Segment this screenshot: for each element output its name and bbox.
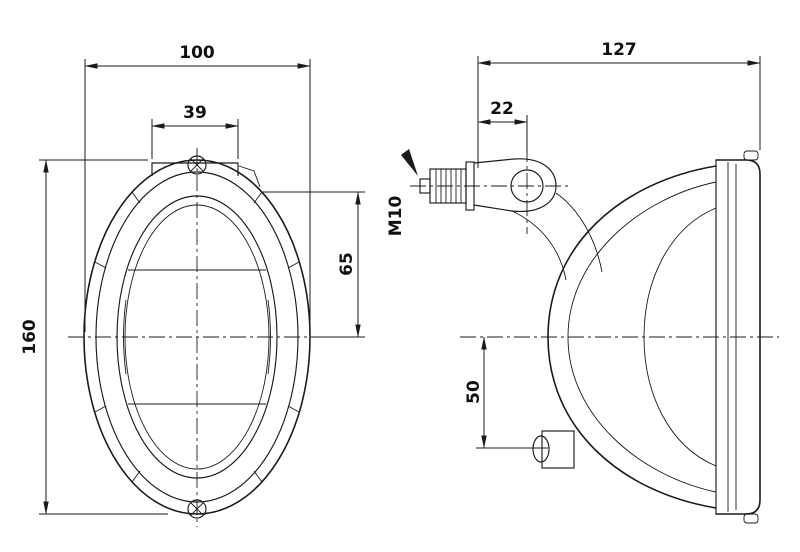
front-outer-ellipse (83, 159, 311, 515)
cable-connector (532, 430, 575, 469)
mounting-bracket (473, 158, 557, 213)
top-screw-icon (187, 155, 207, 175)
side-dimensions: 127 22 M10 50 (386, 40, 761, 449)
front-rim-ellipse (95, 171, 299, 503)
dim-bracket-offset: 22 (490, 99, 514, 119)
mounting-bolt (419, 161, 475, 211)
thread-leader-arrow (401, 149, 418, 176)
pivot-circle (510, 169, 544, 203)
lens-arc-right (267, 299, 271, 375)
dome-outer-arc (547, 165, 717, 509)
front-view (68, 148, 326, 527)
front-dimensions: 100 39 160 65 (20, 43, 365, 515)
dim-side-depth: 127 (601, 40, 637, 60)
dim-lower-offset: 50 (464, 380, 484, 404)
reflector-arc (643, 207, 717, 467)
side-face-outline (715, 159, 761, 515)
dim-front-tab-width: 39 (183, 103, 207, 123)
dim-front-height: 160 (20, 319, 40, 355)
side-view (410, 146, 779, 524)
dim-front-width: 100 (179, 43, 215, 63)
bottom-screw-icon (187, 499, 207, 519)
rim-clips (94, 191, 300, 483)
side-top-screw (743, 150, 759, 161)
dim-front-center-offset: 65 (337, 252, 357, 276)
bracket-strut-lower (511, 210, 567, 281)
side-bottom-screw (743, 513, 759, 524)
thread-label: M10 (386, 196, 406, 237)
front-lens-inner-ellipse (124, 204, 270, 470)
bracket-strut-upper (555, 192, 603, 273)
front-lens-outer-ellipse (116, 195, 278, 479)
lens-arc-left (123, 299, 127, 375)
dome-mid-arc (567, 181, 717, 493)
